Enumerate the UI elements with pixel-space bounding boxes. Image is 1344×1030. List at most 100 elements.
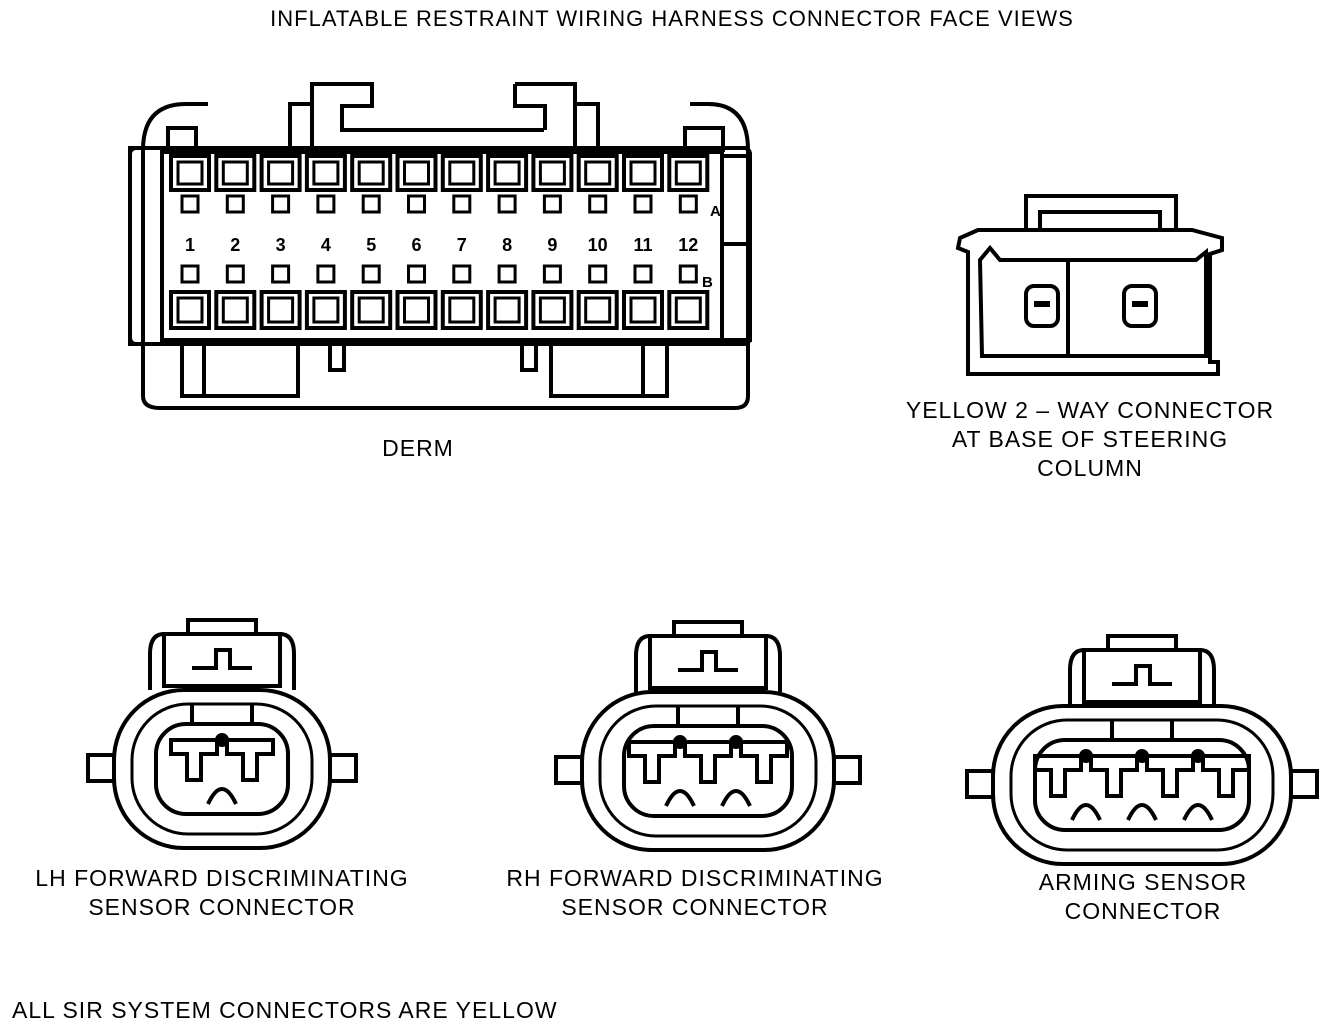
derm-pin-number: 11 [633,235,652,255]
derm-pin-b [316,264,336,284]
derm-cavity-bottom-inner [629,296,657,324]
latch-notch [192,648,252,670]
derm-cavity-bottom [667,290,710,330]
derm-pin-number: 2 [230,235,240,255]
derm-pin-b [225,264,245,284]
connector-housing-inner [1009,718,1275,852]
derm-cavity-top [350,154,393,192]
terminal-blade [1033,754,1083,798]
latch-tab [186,618,258,634]
derm-cavity-top [622,154,664,192]
diagram-title: INFLATABLE RESTRAINT WIRING HARNESS CONN… [270,6,1074,31]
derm-cavity-top-inner [538,160,566,186]
derm-pin-number: 4 [321,235,331,255]
lh-sensor-connector [86,618,358,850]
latch-tab [672,620,744,636]
terminal-blade [225,738,275,782]
derm-connector [128,82,752,410]
terminal-blade [739,740,789,784]
terminal-blade [683,740,733,784]
derm-pin-number: 3 [276,235,286,255]
footer-note: ALL SIR SYSTEM CONNECTORS ARE YELLOW [12,997,558,1023]
terminal-cavity [154,722,290,816]
side-ear-right [1289,769,1319,799]
derm-cavity-top [304,154,347,192]
derm-pin-b [407,264,426,284]
latch-arm-left [1068,648,1085,706]
latch-cap [648,634,768,690]
derm-cavity-top [531,154,574,192]
derm-label: DERM [382,435,454,461]
terminal-divider-dot [729,735,743,749]
terminal-divider-rib [1182,803,1214,821]
terminal-divider-rib [1126,803,1158,821]
rh-sensor-connector [554,620,862,852]
side-ear-right [328,753,358,783]
terminal-divider-dot [1135,749,1149,763]
derm-cavity-bottom [259,290,302,330]
terminal-blade [169,738,219,782]
terminal-blade [1201,754,1251,798]
latch-cap [162,632,282,688]
derm-pin-a [407,194,426,214]
terminal-divider-dot [1191,749,1205,763]
arming-sensor-connector [965,634,1319,866]
connector-housing [112,688,332,850]
yellow-2-way-label: YELLOW 2 – WAY CONNECTOR AT BASE OF STEE… [905,397,1275,481]
derm-row-b-label: B [702,274,713,291]
derm-pin-number: 12 [678,235,698,255]
derm-cavity-bottom-inner [176,296,204,324]
derm-pin-a [542,194,562,214]
latch-cap [1082,648,1202,704]
derm-pin-a [452,194,472,214]
derm-cavity-top-inner [674,160,702,186]
derm-cavity-top-inner [312,160,340,186]
terminal-divider-rib [206,787,238,805]
derm-pin-a [271,194,291,214]
derm-cavity-top [486,154,529,192]
derm-cavity-bottom [576,290,619,330]
derm-pin-number: 5 [366,235,376,255]
derm-cavity-top [440,154,483,192]
derm-row-a-label: A [710,203,721,220]
derm-pin-b [180,264,200,284]
derm-cavity-top [259,154,302,192]
connector-housing-inner [130,702,314,836]
derm-pin-number: 9 [547,235,557,255]
derm-cavity-bottom [622,290,664,330]
derm-cavity-bottom [350,290,393,330]
derm-cavity-bottom-inner [267,296,295,324]
derm-cavity-bottom-inner [538,296,566,324]
derm-cavity-bottom [395,290,438,330]
latch-arm-right [765,634,782,692]
derm-cavity-top-inner [176,160,204,186]
derm-pin-a [361,194,381,214]
derm-pin-number: 7 [457,235,467,255]
derm-cavity-bottom-inner [674,296,702,324]
derm-cavity-bottom-inner [584,296,612,324]
derm-cavity-bottom [486,290,529,330]
derm-cavity-top-inner [267,160,295,186]
derm-cavity-bottom [304,290,347,330]
derm-pin-a [225,194,245,214]
derm-pin-number: 8 [502,235,512,255]
terminal-divider-dot [215,733,229,747]
derm-pin-b [452,264,472,284]
side-ear-right [832,755,862,785]
derm-cavity-top [667,154,710,192]
latch-arm-left [148,632,165,690]
derm-cavity-bottom [440,290,483,330]
derm-pin-a [678,194,698,214]
derm-cavity-top [214,154,257,192]
latch-arm-left [634,634,651,692]
derm-cavity-top-inner [221,160,249,186]
derm-cavity-top-inner [403,160,430,186]
side-ear-left [554,755,584,785]
derm-cavity-top [169,154,211,192]
derm-cavity-top-inner [493,160,521,186]
derm-cavity-bottom-inner [403,296,430,324]
latch-arm-right [279,632,296,690]
derm-cavity-bottom-inner [448,296,476,324]
derm-pin-a [180,194,200,214]
